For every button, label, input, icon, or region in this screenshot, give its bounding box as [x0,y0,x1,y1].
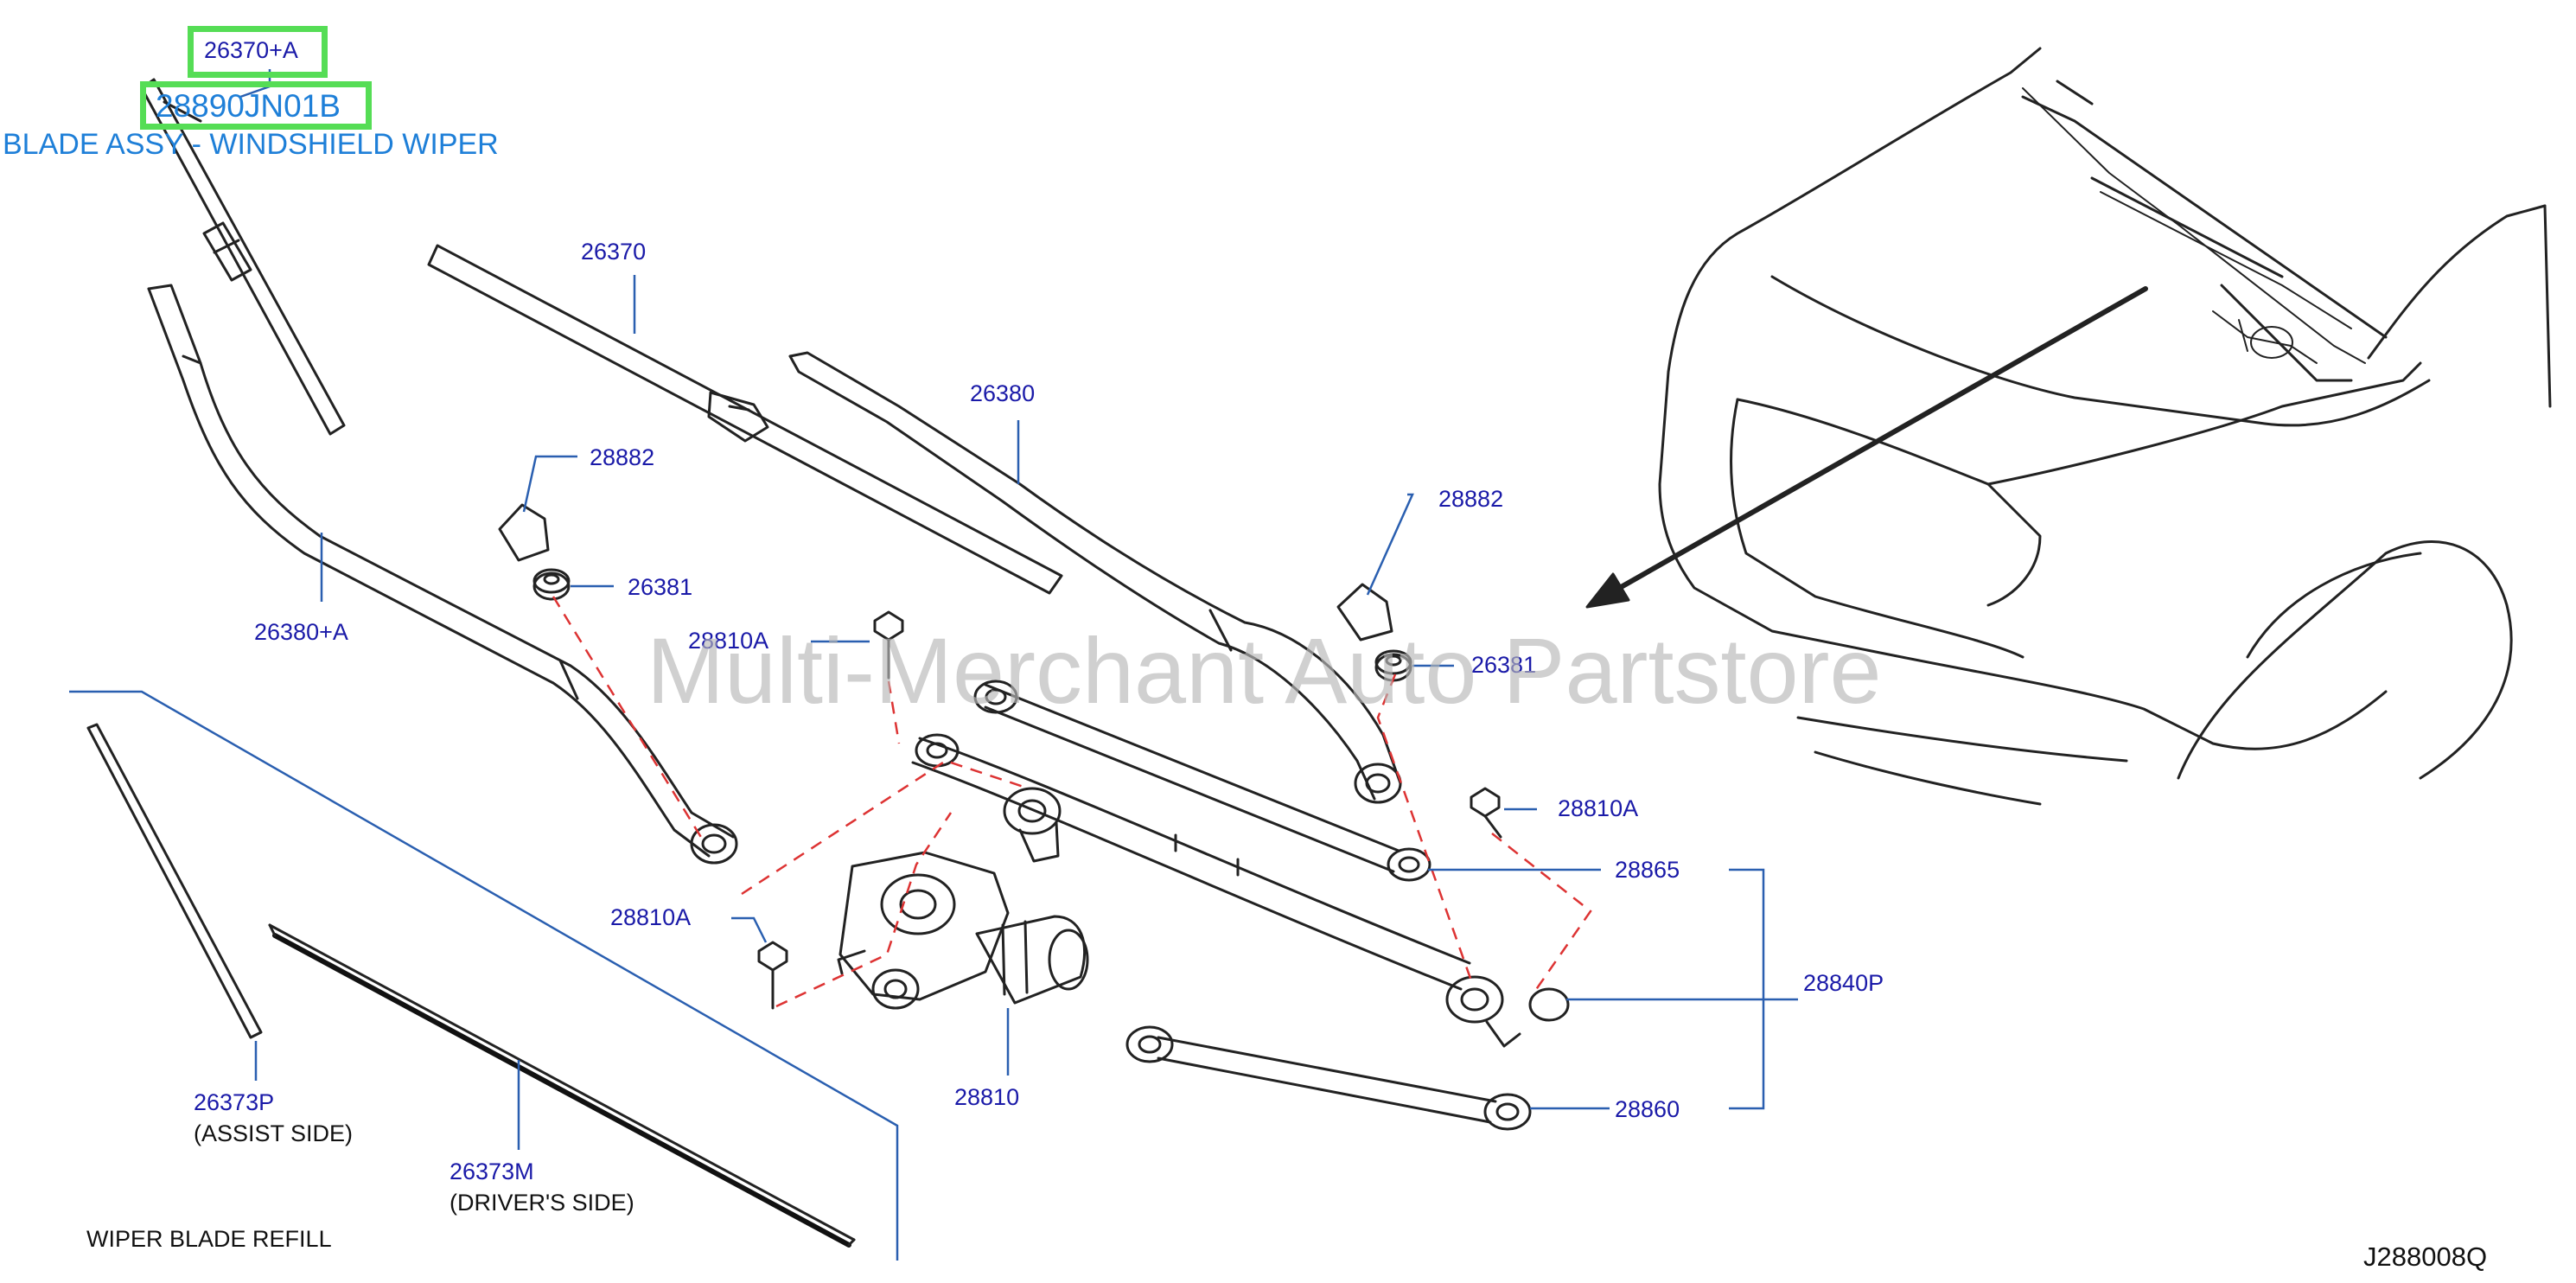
wiper-blade-driver [427,244,1063,595]
dash-right-arm [1376,673,1475,986]
leader-28882-right [1366,493,1414,596]
refill-caption: WIPER BLADE REFILL [86,1226,332,1252]
wiper-motor [837,851,1089,1010]
leader-28840P [1729,868,1765,1110]
wiper-arm-driver [788,351,1402,804]
cap-left [498,503,550,562]
link-upper [973,680,1431,882]
label-28810[interactable]: 28810 [954,1084,1020,1110]
label-26370[interactable]: 26370 [581,239,647,265]
car-outline [1658,47,2552,806]
car-wiper-detail [2022,87,2366,364]
refill-assist [86,723,263,1039]
label-26381-right[interactable]: 26381 [1471,652,1537,678]
label-26380[interactable]: 26380 [970,380,1036,406]
dash-motor [775,812,953,1008]
cap-right [1336,583,1393,642]
label-driver-side: (DRIVER'S SIDE) [450,1190,634,1216]
label-26373P[interactable]: 26373P [194,1089,275,1115]
label-28860[interactable]: 28860 [1615,1096,1680,1122]
nut-left [532,568,571,601]
label-assist-side: (ASSIST SIDE) [194,1120,354,1146]
refill-frame [69,690,899,1261]
linkage-assy [911,733,1570,1048]
dash-left-arm [552,596,704,839]
label-26373M[interactable]: 26373M [450,1159,534,1184]
label-28810A-lower[interactable]: 28810A [610,904,692,930]
diagram-code: J288008Q [2363,1242,2488,1272]
bolt-right [1470,787,1502,839]
watermark: Multi-Merchant Auto Partstore [647,618,1882,723]
leader-28810A-lower [731,916,768,943]
part-description: BLADE ASSY - WINDSHIELD WIPER [3,128,499,161]
wiper-arm-assist [147,284,738,865]
direction-arrow [1585,286,2148,609]
label-28810A-upper[interactable]: 28810A [688,628,769,654]
bolt-lower [757,941,788,1010]
label-28882-right[interactable]: 28882 [1438,486,1504,512]
dash-upper-bolt [887,680,901,744]
leader-28882-left [522,455,577,513]
refill-driver [268,923,856,1248]
bolt-upper [873,610,904,680]
label-26380A[interactable]: 26380+A [254,619,348,645]
label-28810A-right[interactable]: 28810A [1558,795,1639,821]
part-label-26370A[interactable]: 26370+A [204,37,298,63]
link-lower [1125,1025,1532,1131]
label-28865[interactable]: 28865 [1615,857,1680,883]
label-28840P[interactable]: 28840P [1803,970,1884,996]
dash-left-pivot [741,759,1024,896]
part-number-link[interactable]: 28890JN01B [156,88,341,124]
highlight-box-part-number [140,81,372,130]
label-28882-left[interactable]: 28882 [590,444,655,470]
dash-right-pivot [1491,833,1592,992]
label-26381-left[interactable]: 26381 [628,574,693,600]
highlight-box-top [188,26,328,78]
